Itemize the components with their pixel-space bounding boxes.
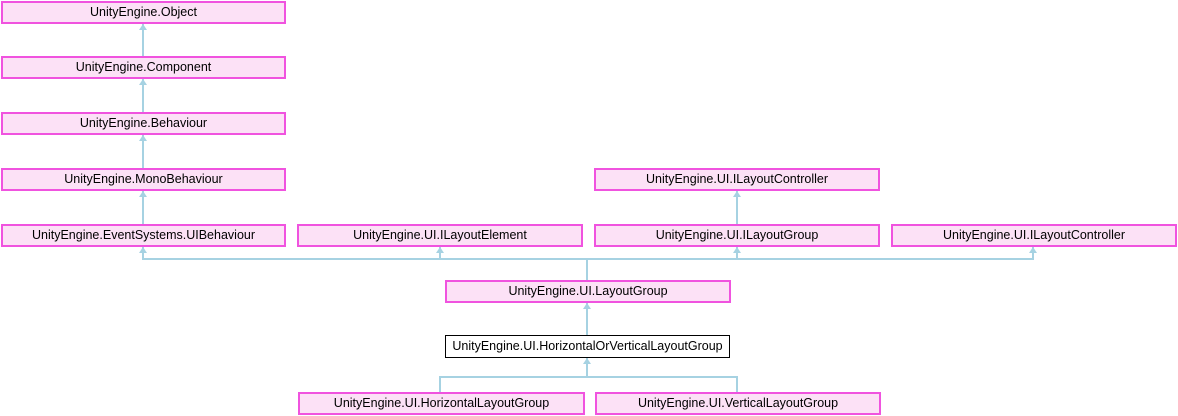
class-node-ilayoutgroup[interactable]: UnityEngine.UI.ILayoutGroup	[594, 224, 880, 247]
arrow-up-icon	[139, 191, 147, 197]
inheritance-edge-segment	[586, 358, 588, 378]
arrow-up-icon	[139, 79, 147, 85]
class-node-verticallayoutgroup[interactable]: UnityEngine.UI.VerticalLayoutGroup	[595, 392, 881, 415]
class-node-horizontalorverticallayoutgroup: UnityEngine.UI.HorizontalOrVerticalLayou…	[445, 335, 730, 358]
class-node-object[interactable]: UnityEngine.Object	[1, 1, 286, 24]
inheritance-edge-segment	[736, 247, 738, 260]
inheritance-edge-segment	[142, 135, 144, 168]
inheritance-edge-segment	[142, 79, 144, 112]
class-node-uibehaviour[interactable]: UnityEngine.EventSystems.UIBehaviour	[1, 224, 286, 247]
arrow-up-icon	[139, 247, 147, 253]
inheritance-edge-segment	[586, 258, 588, 280]
arrow-up-icon	[733, 247, 741, 253]
inheritance-edge-segment	[736, 376, 738, 392]
class-node-horizontallayoutgroup[interactable]: UnityEngine.UI.HorizontalLayoutGroup	[298, 392, 585, 415]
inheritance-edge-segment	[142, 24, 144, 56]
inheritance-edge-segment	[736, 191, 738, 224]
arrow-up-icon	[1029, 247, 1037, 253]
inheritance-edge-segment	[1032, 247, 1034, 260]
arrow-up-icon	[583, 303, 591, 309]
class-node-component[interactable]: UnityEngine.Component	[1, 56, 286, 79]
arrow-up-icon	[139, 24, 147, 30]
class-node-behaviour[interactable]: UnityEngine.Behaviour	[1, 112, 286, 135]
arrow-up-icon	[139, 135, 147, 141]
arrow-up-icon	[436, 247, 444, 253]
inheritance-edge-segment	[439, 376, 441, 392]
class-node-ilayoutcontroller-parent[interactable]: UnityEngine.UI.ILayoutController	[594, 168, 880, 191]
class-node-ilayoutcontroller[interactable]: UnityEngine.UI.ILayoutController	[891, 224, 1177, 247]
arrow-up-icon	[733, 191, 741, 197]
class-node-ilayoutelement[interactable]: UnityEngine.UI.ILayoutElement	[297, 224, 583, 247]
inheritance-edge-segment	[142, 247, 144, 260]
inheritance-edge-segment	[439, 247, 441, 260]
inheritance-edge-segment	[586, 303, 588, 335]
inheritance-edge-segment	[142, 258, 1034, 260]
class-node-layoutgroup[interactable]: UnityEngine.UI.LayoutGroup	[445, 280, 731, 303]
class-node-monobehaviour[interactable]: UnityEngine.MonoBehaviour	[1, 168, 286, 191]
arrow-up-icon	[583, 358, 591, 364]
inheritance-edge-segment	[439, 376, 738, 378]
inheritance-edge-segment	[142, 191, 144, 224]
